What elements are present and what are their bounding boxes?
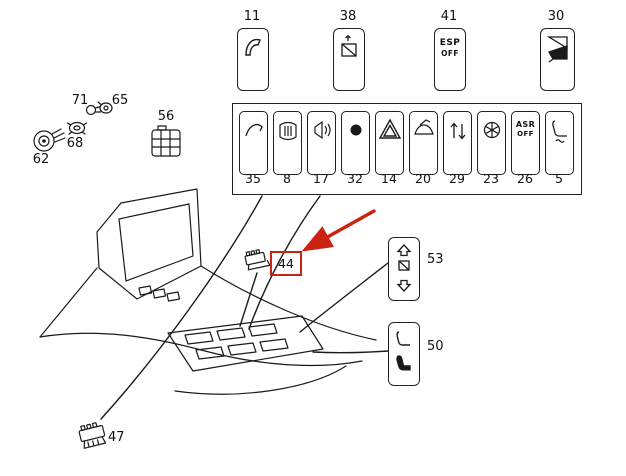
air-recirculation-icon [450,122,465,140]
part-label-8[interactable]: 8 [283,171,291,186]
part-label-62[interactable]: 62 [32,152,50,167]
part-label-32[interactable]: 32 [347,171,363,186]
power-window-icon [341,34,357,57]
part-label-68[interactable]: 68 [66,136,84,151]
part-label-5[interactable]: 5 [555,171,563,186]
esp-off-text: OFF [441,49,459,58]
switch-50-seat-adjustment[interactable] [388,322,420,386]
switch-5-seat-heating[interactable] [545,111,574,175]
part-label-44: 44 [278,256,294,271]
sunroof-icon [413,119,434,135]
part-68-drawing[interactable] [66,121,88,135]
dashboard-cluster-outline [96,188,202,302]
callout-44-box[interactable]: 44 [270,251,302,276]
dashboard-body-outline [39,265,377,395]
blank-plug-icon [350,124,361,136]
switch-11-trunk-release[interactable] [237,28,269,91]
part-label-14[interactable]: 14 [381,171,397,186]
part-65-drawing[interactable] [97,101,113,114]
switch-30-roller-blind[interactable] [540,28,575,91]
leader-lines [100,195,389,420]
switch-14-hazard-warning[interactable] [375,111,404,175]
switch-23-blower-fan[interactable] [477,111,506,175]
part-label-38[interactable]: 38 [339,9,357,24]
asr-off-text: OFF [517,130,534,138]
window-lifter-icon [396,244,412,292]
switch-32-blank-plug[interactable] [341,111,370,175]
hazard-warning-icon [378,118,401,139]
part-label-26[interactable]: 26 [517,171,533,186]
horn-icon [313,120,331,140]
switch-35-soft-top[interactable] [239,111,268,175]
part-44-drawing[interactable] [244,248,271,271]
part-label-41[interactable]: 41 [440,9,458,24]
soft-top-icon [244,124,263,137]
part-62-drawing[interactable] [33,128,66,152]
callout-arrow [301,209,376,252]
asr-text: ASR [515,120,536,129]
console-cutouts [167,315,324,372]
switch-8-rear-defrost[interactable] [273,111,302,175]
part-label-50[interactable]: 50 [427,339,444,354]
part-label-17[interactable]: 17 [313,171,329,186]
part-label-30[interactable]: 30 [547,9,565,24]
part-47-drawing[interactable] [78,421,107,449]
part-label-20[interactable]: 20 [415,171,431,186]
esp-text: ESP [439,38,461,48]
switch-17-horn[interactable] [307,111,336,175]
part-label-29[interactable]: 29 [449,171,465,186]
part-label-65[interactable]: 65 [111,93,129,108]
switch-53-window-lifter[interactable] [388,237,420,301]
part-label-53[interactable]: 53 [427,252,444,267]
switch-26-asr-off[interactable]: ASR OFF [511,111,540,175]
part-label-23[interactable]: 23 [483,171,499,186]
trunk-release-icon [245,38,261,56]
switch-20-sunroof[interactable] [409,111,438,175]
seat-heating-icon [551,120,567,143]
part-label-47[interactable]: 47 [108,430,125,445]
part-label-56[interactable]: 56 [157,109,175,124]
part-label-11[interactable]: 11 [243,9,261,24]
blower-fan-icon [483,121,500,139]
switch-41-esp-off[interactable]: ESP OFF [434,28,466,91]
rear-defrost-icon [278,121,297,141]
switch-29-air-recirculation[interactable] [443,111,472,175]
part-56-drawing[interactable] [151,125,181,157]
part-71-drawing[interactable] [85,104,102,116]
switch-38-power-window[interactable] [333,28,365,91]
part-label-71[interactable]: 71 [71,93,89,108]
roller-blind-icon [546,36,568,63]
seat-adjustment-icon [396,331,411,371]
part-label-35[interactable]: 35 [245,171,261,186]
